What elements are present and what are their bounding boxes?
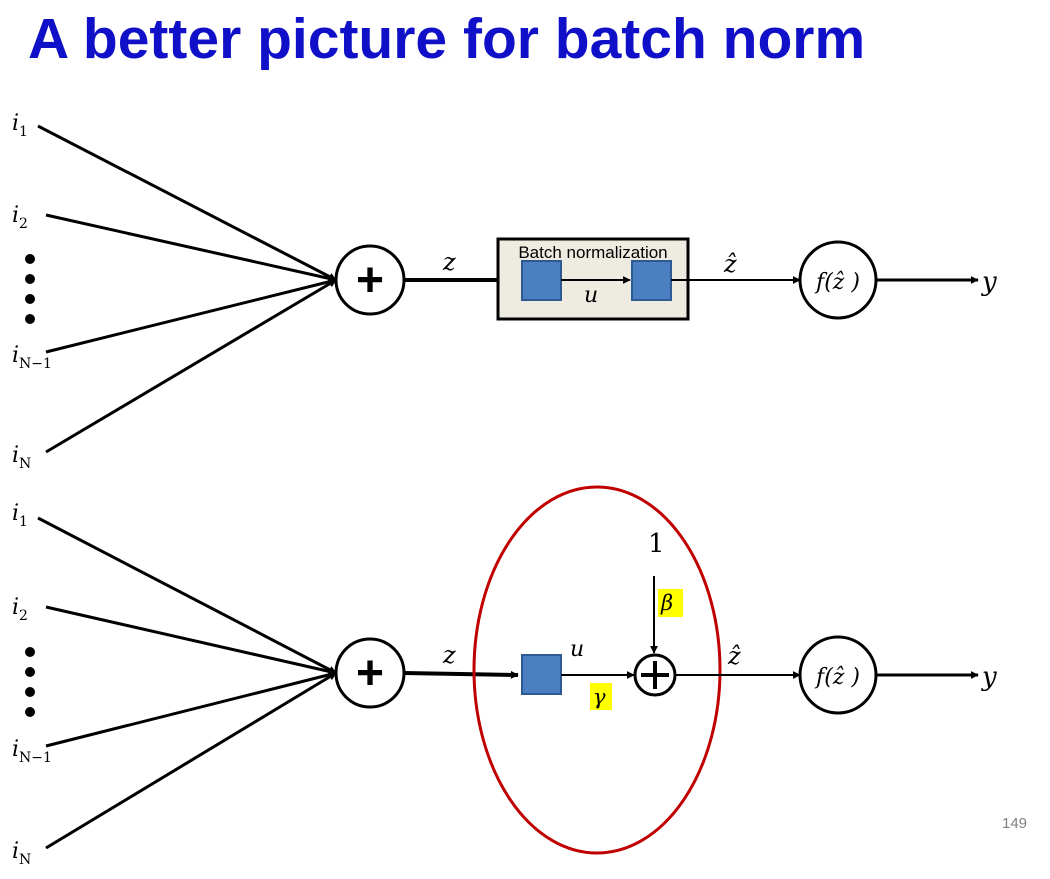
batch-normalization-label: Batch normalization: [518, 243, 667, 262]
bottom-edge-1: [37, 516, 337, 675]
beta-label: β: [660, 591, 673, 615]
top-sum-symbol: +: [356, 254, 384, 307]
top-edge-1: [37, 124, 337, 282]
batch-norm-ellipse: [472, 485, 722, 855]
top-edge-n: [45, 278, 337, 454]
bottom-output-label: y: [981, 662, 997, 692]
top-ellipsis-dots: [25, 254, 35, 324]
gamma-label: γ: [593, 685, 606, 709]
bias-one-label: 1: [648, 529, 665, 559]
bottom-normalize-square: [521, 654, 562, 695]
top-diagram: i1 i2 iN−1 iN + z Batch normalization u: [12, 111, 997, 472]
gamma-highlight: [590, 683, 612, 710]
top-z-label: z: [442, 248, 456, 276]
bottom-activation-label: f(ẑ ): [814, 665, 860, 690]
top-edge-2: [45, 213, 337, 283]
top-input-label-1: i1: [12, 111, 28, 140]
top-u-label: u: [584, 283, 598, 308]
beta-highlight: [658, 589, 683, 617]
top-normalize-square: [521, 260, 562, 301]
bottom-input-label-1: i1: [12, 501, 28, 530]
bottom-u-label: u: [570, 637, 584, 662]
bottom-diagram: i1 i2 iN−1 iN + z u γ 1: [12, 485, 997, 868]
top-edge-n-minus-1: [45, 277, 337, 354]
top-zhat-label: ẑ: [723, 250, 737, 278]
bottom-input-label-n-minus-1: iN−1: [12, 737, 52, 766]
slide-title: A better picture for batch norm: [28, 7, 866, 71]
bottom-z-label: z: [442, 641, 456, 669]
slide-number: 149: [1002, 815, 1028, 832]
bottom-edge-2: [45, 605, 337, 676]
top-input-label-n: iN: [12, 443, 31, 472]
bottom-edge-n-minus-1: [45, 670, 337, 748]
top-activation-label: f(ẑ ): [814, 270, 860, 295]
bottom-sum-symbol: +: [356, 647, 384, 700]
bottom-input-label-2: i2: [12, 595, 28, 624]
bottom-edge-n: [45, 671, 337, 850]
top-output-label: y: [981, 267, 997, 297]
top-scale-square: [631, 260, 672, 301]
top-input-label-n-minus-1: iN−1: [12, 343, 52, 372]
bottom-ellipsis-dots: [25, 647, 35, 717]
bottom-zhat-label: ẑ: [727, 642, 741, 670]
top-input-label-2: i2: [12, 203, 28, 232]
bottom-z-arrow: [403, 670, 519, 679]
bottom-input-label-n: iN: [12, 839, 31, 868]
